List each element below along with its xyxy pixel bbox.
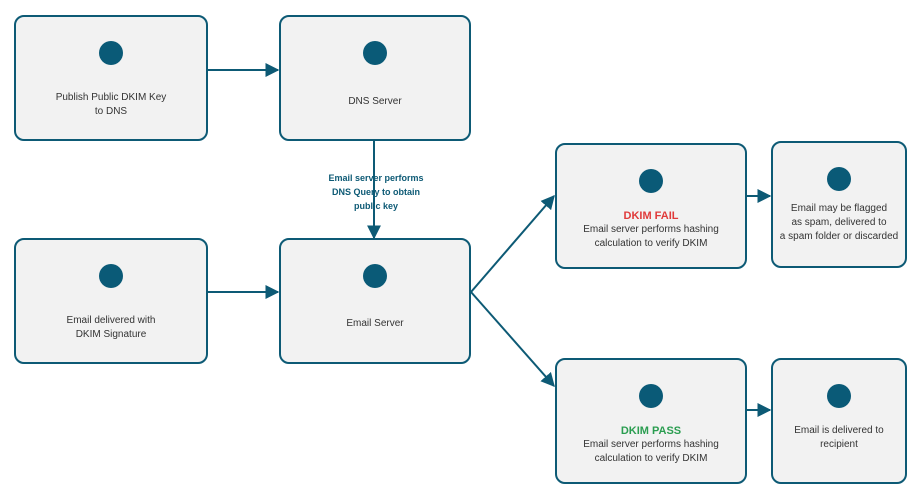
node-text: DNS Server [289,95,461,129]
dkim-pass-status: DKIM PASS [620,425,682,437]
node-text: Email is delivered to recipient [781,424,897,472]
edge-server-to-dkim-fail [470,194,555,293]
node-text: Email may be flagged as spam, delivered … [775,202,903,256]
dns-query-label-text: Email server performs DNS Query to obtai… [328,173,424,211]
node-publish-dkim-key: Publish Public DKIM Key to DNS [14,15,208,141]
node-label: Email Server [346,318,404,329]
dkim-fail-status: DKIM FAIL [623,210,679,222]
node-dns-server: DNS Server [279,15,471,141]
node-text: DKIM FAIL Email server performs hashing … [565,209,737,257]
node-label: Email is delivered to recipient [794,425,884,450]
node-label: DNS Server [348,96,402,107]
node-label: Email may be flagged as spam, delivered … [779,203,899,242]
node-label: Email delivered with DKIM Signature [66,315,156,340]
node-label: Email server performs hashing calculatio… [583,439,719,464]
node-dkim-fail: DKIM FAIL Email server performs hashing … [555,143,747,269]
dns-query-label: Email server performs DNS Query to obtai… [316,171,436,213]
node-spam: Email may be flagged as spam, delivered … [771,141,907,268]
node-recipient: Email is delivered to recipient [771,358,907,484]
node-dot-icon [363,41,387,65]
node-dot-icon [99,41,123,65]
node-text: Publish Public DKIM Key to DNS [24,91,198,129]
node-dot-icon [639,384,663,408]
node-dot-icon [99,264,123,288]
edge-server-to-dkim-pass [470,291,555,388]
node-email-delivered: Email delivered with DKIM Signature [14,238,208,364]
node-dot-icon [827,384,851,408]
node-label: Publish Public DKIM Key to DNS [55,92,167,117]
node-text: Email Server [289,317,461,352]
node-dot-icon [639,169,663,193]
node-dot-icon [827,167,851,191]
node-dot-icon [363,264,387,288]
node-text: Email delivered with DKIM Signature [24,314,198,352]
node-label: Email server performs hashing calculatio… [583,224,719,249]
node-email-server: Email Server [279,238,471,364]
node-dkim-pass: DKIM PASS Email server performs hashing … [555,358,747,484]
node-text: DKIM PASS Email server performs hashing … [565,424,737,472]
